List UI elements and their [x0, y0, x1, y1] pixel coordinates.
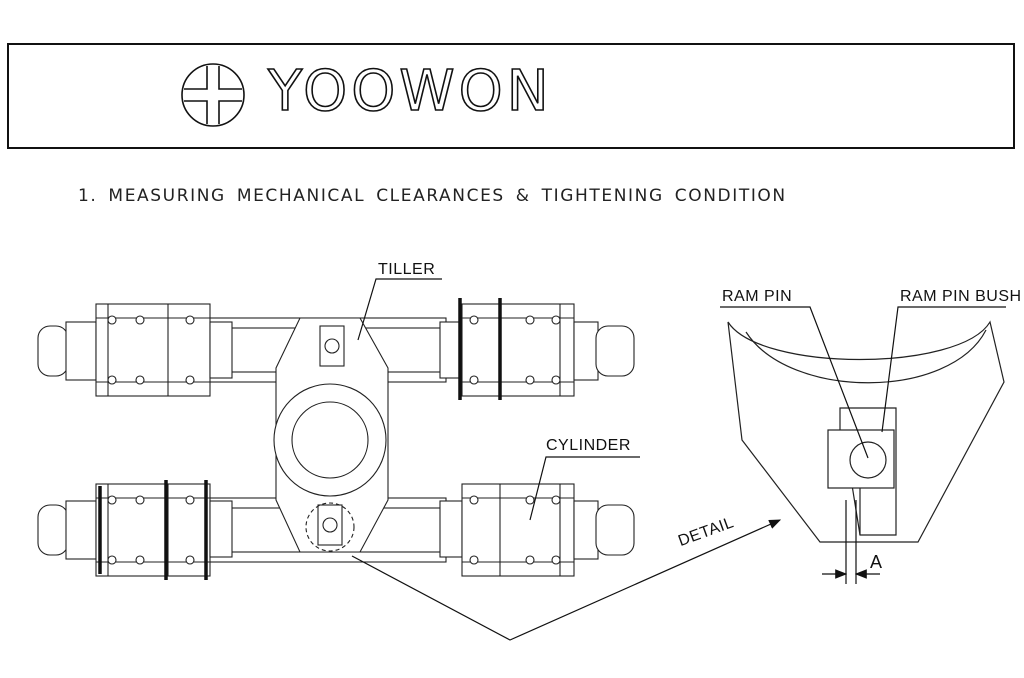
detail-view — [727, 320, 1005, 543]
ram-pin-bush-leader-line — [881, 306, 1006, 433]
title-block-frame — [7, 43, 1015, 149]
steering-gear-plan-view — [37, 298, 635, 580]
yoowon-logo-icon — [181, 63, 245, 127]
detail-arrow — [351, 519, 782, 641]
ram-pin-label: RAM PIN — [722, 288, 793, 305]
cylinder-lower-left — [37, 483, 233, 577]
section-heading: 1. MEASURING MECHANICAL CLEARANCES & TIG… — [78, 186, 787, 206]
cylinder-upper-left — [37, 303, 233, 397]
tiller-body — [273, 317, 389, 553]
cylinder-label: CYLINDER — [546, 437, 631, 454]
tiller-leader-line — [357, 278, 442, 341]
brand-name: YOOWON — [267, 59, 553, 124]
tiller-label: TILLER — [378, 261, 436, 278]
ram-pin-bush-label: RAM PIN BUSH — [900, 288, 1022, 305]
cylinder-lower-right — [439, 483, 635, 577]
cylinder-upper-right — [439, 303, 635, 397]
dimension-a-label: A — [870, 552, 883, 572]
cylinder-leader-line — [529, 456, 640, 521]
ram-pin-leader-line — [720, 306, 869, 459]
